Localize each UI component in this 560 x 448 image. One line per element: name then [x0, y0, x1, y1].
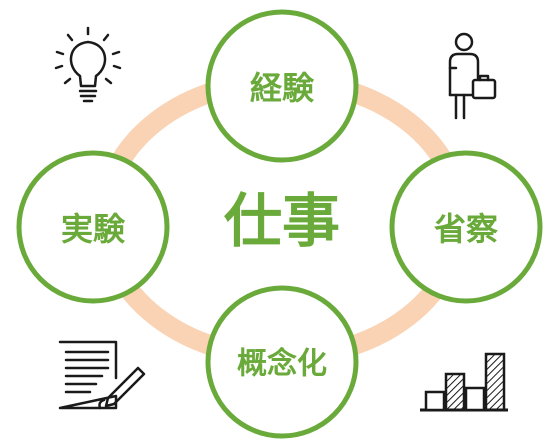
node-bottom: 概念化	[205, 285, 359, 439]
node-top-label: 経験	[250, 69, 315, 107]
businessperson-icon	[448, 32, 497, 120]
node-left-circle	[16, 150, 170, 304]
node-bottom-circle	[205, 285, 359, 439]
node-right-label: 省察	[434, 210, 498, 248]
bar-chart-icon	[420, 352, 508, 412]
node-bottom-label: 概念化	[237, 347, 327, 382]
document-pen-icon	[58, 340, 146, 410]
node-right-circle	[389, 150, 543, 304]
node-left-label: 実験	[61, 210, 126, 248]
node-left: 実験	[16, 150, 170, 304]
node-top: 経験	[205, 9, 359, 163]
node-top-circle	[205, 9, 359, 163]
node-right: 省察	[389, 150, 543, 304]
center-label: 仕事	[224, 187, 340, 255]
lightbulb-icon	[54, 26, 122, 103]
